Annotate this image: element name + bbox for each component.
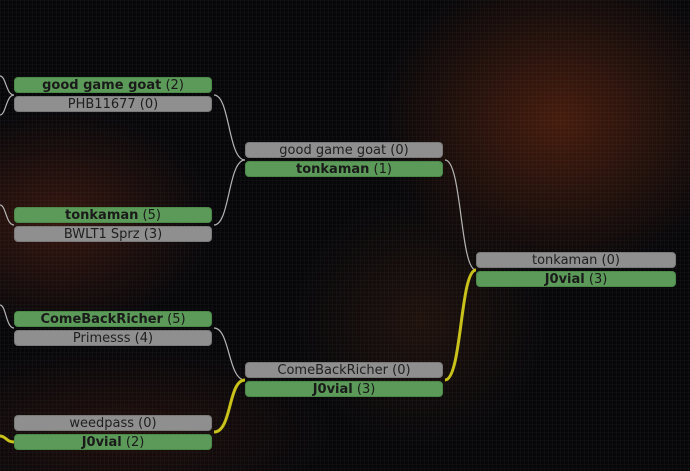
round2-match1-bottom-slot[interactable]: tonkaman (1) — [245, 161, 443, 177]
player-name: Primesss — [72, 331, 131, 346]
player-name: tonkaman — [65, 208, 139, 223]
final-match-top-slot[interactable]: tonkaman (0) — [476, 252, 676, 268]
player-name: BWLT1 Sprz — [63, 227, 140, 242]
player-score: 0 — [606, 253, 615, 268]
round1-match1-bottom-slot[interactable]: PHB11677 (0) — [14, 96, 212, 112]
player-name: J0vial — [312, 382, 353, 397]
player-name: J0vial — [544, 272, 585, 287]
player-name: J0vial — [81, 435, 122, 450]
player-name: tonkaman — [531, 253, 598, 268]
round1-match1-top-slot[interactable]: good game goat (2) — [14, 77, 212, 93]
round1-match3-top-slot[interactable]: ComeBackRicher (5) — [14, 311, 212, 327]
player-score: 0 — [143, 416, 152, 431]
player-score: 0 — [397, 363, 406, 378]
player-name: ComeBackRicher — [277, 363, 389, 378]
final-match-bottom-slot[interactable]: J0vial (3) — [476, 271, 676, 287]
round1-match3-bottom-slot[interactable]: Primesss (4) — [14, 330, 212, 346]
player-score: 3 — [593, 272, 603, 287]
player-score: 2 — [130, 435, 140, 450]
player-score: 0 — [395, 143, 404, 158]
round2-match2-bottom-slot[interactable]: J0vial (3) — [245, 381, 443, 397]
player-score: 1 — [378, 162, 387, 177]
round1-match4-bottom-slot[interactable]: J0vial (2) — [14, 434, 212, 450]
round1-match2-top-slot[interactable]: tonkaman (5) — [14, 207, 212, 223]
player-name: ComeBackRicher — [40, 312, 163, 327]
player-name: weedpass — [69, 416, 135, 431]
player-score: 2 — [170, 78, 179, 93]
player-score: 5 — [172, 312, 181, 327]
round2-match2-top-slot[interactable]: ComeBackRicher (0) — [245, 362, 443, 378]
player-name: good game goat — [279, 143, 387, 158]
player-score: 0 — [144, 97, 154, 112]
player-name: good game goat — [42, 78, 162, 93]
player-score: 3 — [148, 227, 158, 242]
player-score: 4 — [139, 331, 148, 346]
player-score: 3 — [361, 382, 371, 397]
player-name: tonkaman — [296, 162, 370, 177]
round2-match1-top-slot[interactable]: good game goat (0) — [245, 142, 443, 158]
player-score: 5 — [147, 208, 156, 223]
player-name: PHB11677 — [67, 97, 136, 112]
round1-match4-top-slot[interactable]: weedpass (0) — [14, 415, 212, 431]
round1-match2-bottom-slot[interactable]: BWLT1 Sprz (3) — [14, 226, 212, 242]
